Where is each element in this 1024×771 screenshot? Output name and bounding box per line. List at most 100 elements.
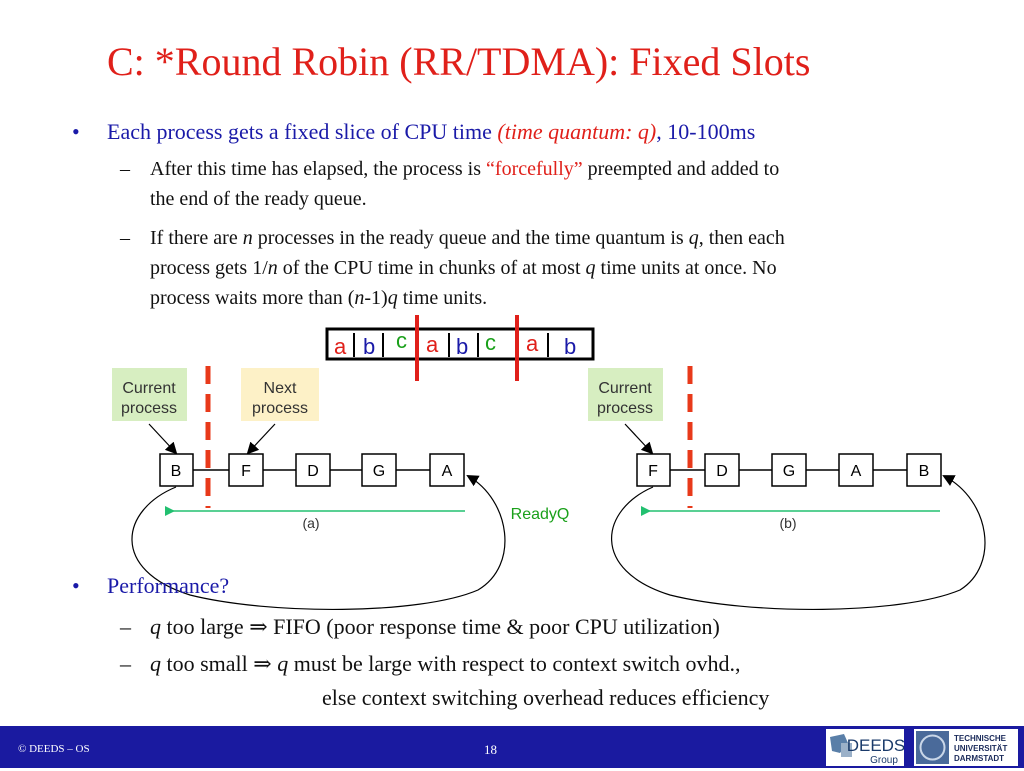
performance-heading: Performance?	[107, 573, 230, 598]
slot-label: b	[363, 334, 375, 359]
pointer-arrow	[246, 423, 276, 455]
queue-node-label: A	[442, 463, 453, 480]
implies-arrow: ⇒	[253, 651, 272, 676]
pointer-arrow	[148, 423, 178, 455]
page-number: 18	[484, 742, 497, 757]
var-q: q	[688, 227, 699, 249]
queue-nodes-a: B F D G A	[159, 453, 465, 487]
current-process-label: Current	[122, 380, 176, 397]
next-process-label: process	[252, 400, 308, 417]
time-slot-strip: a b c a b c a b	[325, 315, 595, 381]
queue-node-label: D	[716, 463, 728, 480]
queue-node	[159, 453, 194, 487]
queue-node	[906, 453, 942, 487]
queue-node	[228, 453, 264, 487]
tud-text: DARMSTADT	[954, 754, 1004, 763]
tu-darmstadt-logo: TECHNISCHE UNIVERSITÄT DARMSTADT	[914, 729, 1018, 766]
copyright-text: © DEEDS – OS	[18, 743, 90, 755]
sub-2-line-2: process gets 1/n of the CPU time in chun…	[150, 257, 777, 280]
queue-node-label: G	[373, 463, 385, 480]
deeds-logo-mark	[841, 743, 852, 757]
current-process-label: Current	[598, 380, 652, 397]
bullet-marker: •	[72, 573, 80, 598]
sub-2-line3-a: process waits more than (	[150, 287, 355, 309]
deeds-logo-text: DEEDS	[847, 736, 904, 755]
slot-label: a	[334, 334, 347, 359]
ready-queue-diagram: Current process Next process B F D G A (…	[112, 366, 986, 610]
sub-2-line2-e: time units at once. No	[595, 257, 777, 279]
sub-dash: –	[120, 227, 130, 249]
requeue-loop-arrow	[131, 475, 506, 610]
slide-title: C: *Round Robin (RR/TDMA): Fixed Slots	[107, 39, 811, 84]
requeue-loop-arrow	[611, 475, 986, 610]
slot-label: a	[426, 332, 439, 357]
current-process-label-box	[588, 368, 663, 421]
sub-2-line2-a: process gets 1/	[150, 257, 268, 279]
current-process-label: process	[121, 400, 177, 417]
slot-label: a	[526, 331, 539, 356]
diagram-caption: (a)	[302, 515, 319, 531]
forcefully-text: “forcefully”	[486, 158, 583, 180]
sub-1-line-1: After this time has elapsed, the process…	[150, 158, 779, 181]
perf-1-a: too large	[161, 614, 250, 639]
tud-text: UNIVERSITÄT	[954, 744, 1007, 753]
slot-label: c	[396, 328, 407, 353]
slot-label: b	[564, 334, 576, 359]
bullet-1-text-a: Each process gets a fixed slice of CPU t…	[107, 119, 498, 144]
var-q: q	[585, 257, 596, 279]
perf-line-1: q too large ⇒ FIFO (poor response time &…	[150, 614, 720, 640]
bullet-marker: •	[72, 119, 80, 144]
sub-dash: –	[120, 614, 131, 639]
sub-2-line3-c: -1)	[364, 287, 388, 309]
perf-line-3: else context switching overhead reduces …	[322, 685, 770, 710]
queue-node	[704, 453, 740, 487]
queue-node-label: B	[171, 463, 182, 480]
sub-2-line2-c: of the CPU time in chunks of at most	[277, 257, 586, 279]
time-quantum-note: (time quantum: q)	[497, 119, 657, 144]
queue-node	[295, 453, 331, 487]
deeds-logo-subtext: Group	[870, 755, 898, 766]
var-q: q	[150, 614, 161, 639]
perf-2-b: must be large with respect to context sw…	[288, 651, 741, 676]
var-n: n	[354, 287, 365, 309]
var-n: n	[242, 227, 253, 249]
bullet-1-text: Each process gets a fixed slice of CPU t…	[107, 119, 755, 145]
sub-2-c: processes in the ready queue and the tim…	[252, 227, 689, 249]
queue-node	[771, 453, 807, 487]
sub-2-line-3: process waits more than (n-1)q time unit…	[150, 287, 487, 310]
readyq-label: ReadyQ	[511, 506, 570, 523]
queue-nodes-b: F D G A B	[636, 453, 942, 487]
sub-dash: –	[120, 651, 131, 676]
sub-2-a: If there are	[150, 227, 243, 249]
sub-2-line-1: If there are n processes in the ready qu…	[150, 227, 785, 250]
perf-1-b: FIFO (poor response time & poor CPU util…	[267, 614, 720, 639]
queue-node	[429, 453, 465, 487]
sub-1-line-2: the end of the ready queue.	[150, 188, 367, 210]
queue-node-label: D	[307, 463, 319, 480]
var-q: q	[387, 287, 398, 309]
queue-node-label: B	[919, 463, 930, 480]
var-q: q	[277, 651, 289, 676]
sub-1-a: After this time has elapsed, the process…	[150, 158, 487, 180]
sub-2-line3-e: time units.	[397, 287, 488, 309]
slot-label: b	[456, 334, 468, 359]
current-process-label-box	[112, 368, 187, 421]
queue-node	[361, 453, 397, 487]
tud-seal	[919, 734, 946, 761]
diagram-caption: (b)	[779, 515, 796, 531]
slot-label: c	[485, 330, 496, 355]
implies-arrow: ⇒	[249, 614, 268, 639]
tud-text: TECHNISCHE	[954, 734, 1007, 743]
queue-node	[838, 453, 874, 487]
queue-node-label: F	[648, 463, 658, 480]
pointer-arrow	[624, 423, 654, 455]
next-process-label: Next	[264, 380, 297, 397]
perf-line-2: q too small ⇒ q must be large with respe…	[150, 651, 741, 677]
var-q: q	[150, 651, 161, 676]
queue-node	[636, 453, 671, 487]
quantum-range: , 10-100ms	[656, 119, 756, 144]
queue-node-label: F	[241, 463, 251, 480]
queue-node-label: G	[783, 463, 795, 480]
var-n: n	[267, 257, 278, 279]
queue-node-label: A	[851, 463, 862, 480]
